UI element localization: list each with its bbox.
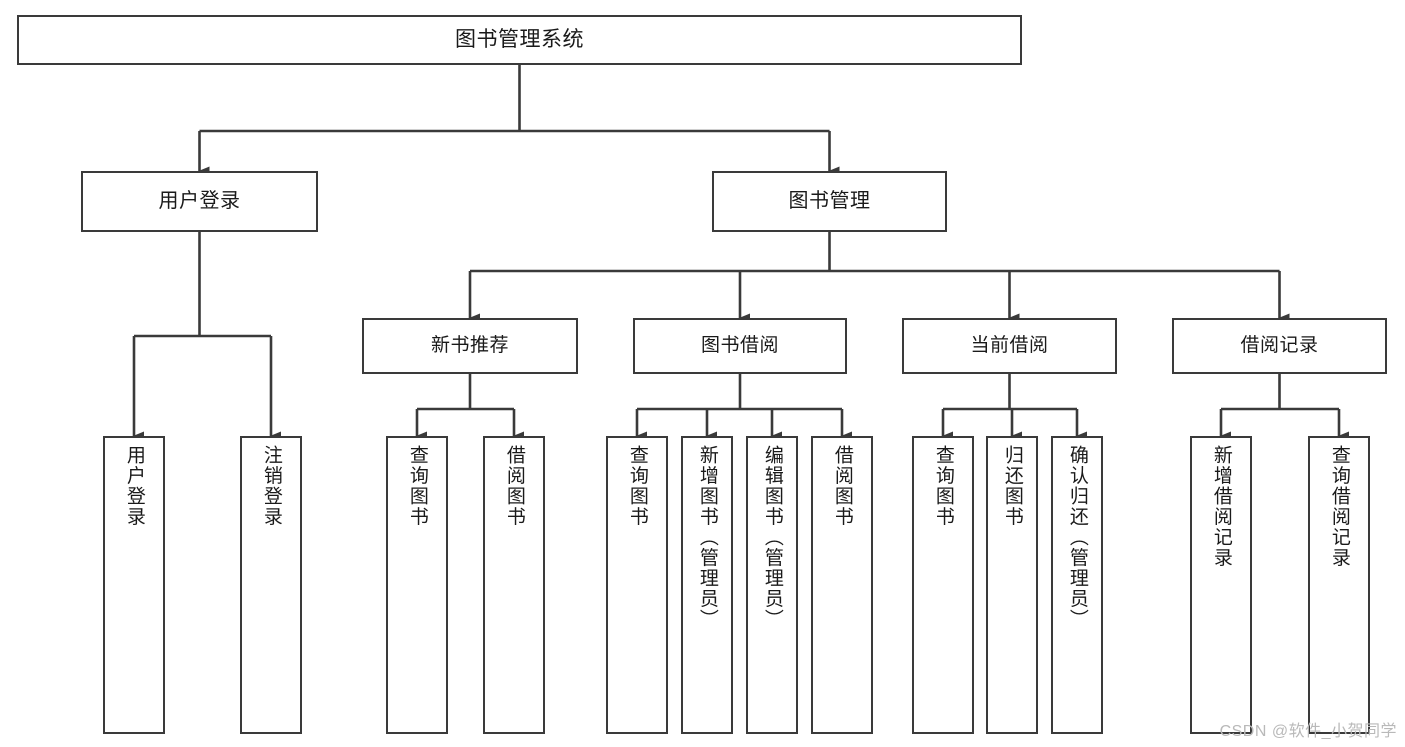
node-label: 新增借阅记录 (1210, 445, 1232, 568)
node-label: 查询图书 (626, 445, 648, 527)
node-newbook: 新书推荐 (362, 318, 578, 374)
node-label: 图书管理系统 (455, 27, 584, 51)
node-leaf-cur-2: 归还图书 (986, 436, 1038, 734)
node-label: 用户登录 (158, 189, 241, 212)
node-leaf-cur-3: 确认归还（管理员） (1051, 436, 1103, 734)
node-label: 图书借阅 (700, 334, 779, 356)
node-label: 新书推荐 (430, 334, 509, 356)
node-leaf-bor-3: 编辑图书（管理员） (746, 436, 798, 734)
node-leaf-bor-1: 查询图书 (606, 436, 668, 734)
node-label: 查询图书 (406, 445, 428, 527)
node-current: 当前借阅 (902, 318, 1117, 374)
edges-group (132, 65, 1349, 441)
node-leaf-login-1: 用户登录 (103, 436, 165, 734)
node-records: 借阅记录 (1172, 318, 1387, 374)
node-leaf-login-2: 注销登录 (240, 436, 302, 734)
node-label: 编辑图书（管理员） (761, 445, 783, 630)
node-leaf-new-2: 借阅图书 (483, 436, 545, 734)
node-label: 用户登录 (123, 445, 145, 527)
node-root: 图书管理系统 (17, 15, 1022, 65)
node-leaf-rec-2: 查询借阅记录 (1308, 436, 1370, 734)
node-label: 确认归还（管理员） (1066, 445, 1088, 630)
node-leaf-bor-2: 新增图书（管理员） (681, 436, 733, 734)
node-leaf-new-1: 查询图书 (386, 436, 448, 734)
node-login: 用户登录 (81, 171, 318, 232)
node-label: 归还图书 (1001, 445, 1023, 527)
node-label: 借阅记录 (1240, 334, 1319, 356)
node-bookmgmt: 图书管理 (712, 171, 947, 232)
node-label: 借阅图书 (503, 445, 525, 527)
node-leaf-cur-1: 查询图书 (912, 436, 974, 734)
node-label: 查询图书 (932, 445, 954, 527)
node-label: 借阅图书 (831, 445, 853, 527)
node-label: 新增图书（管理员） (696, 445, 718, 630)
node-label: 当前借阅 (970, 334, 1049, 356)
node-label: 图书管理 (788, 189, 871, 212)
node-leaf-bor-4: 借阅图书 (811, 436, 873, 734)
node-leaf-rec-1: 新增借阅记录 (1190, 436, 1252, 734)
node-label: 注销登录 (260, 445, 282, 527)
node-borrow: 图书借阅 (633, 318, 847, 374)
node-label: 查询借阅记录 (1328, 445, 1350, 568)
